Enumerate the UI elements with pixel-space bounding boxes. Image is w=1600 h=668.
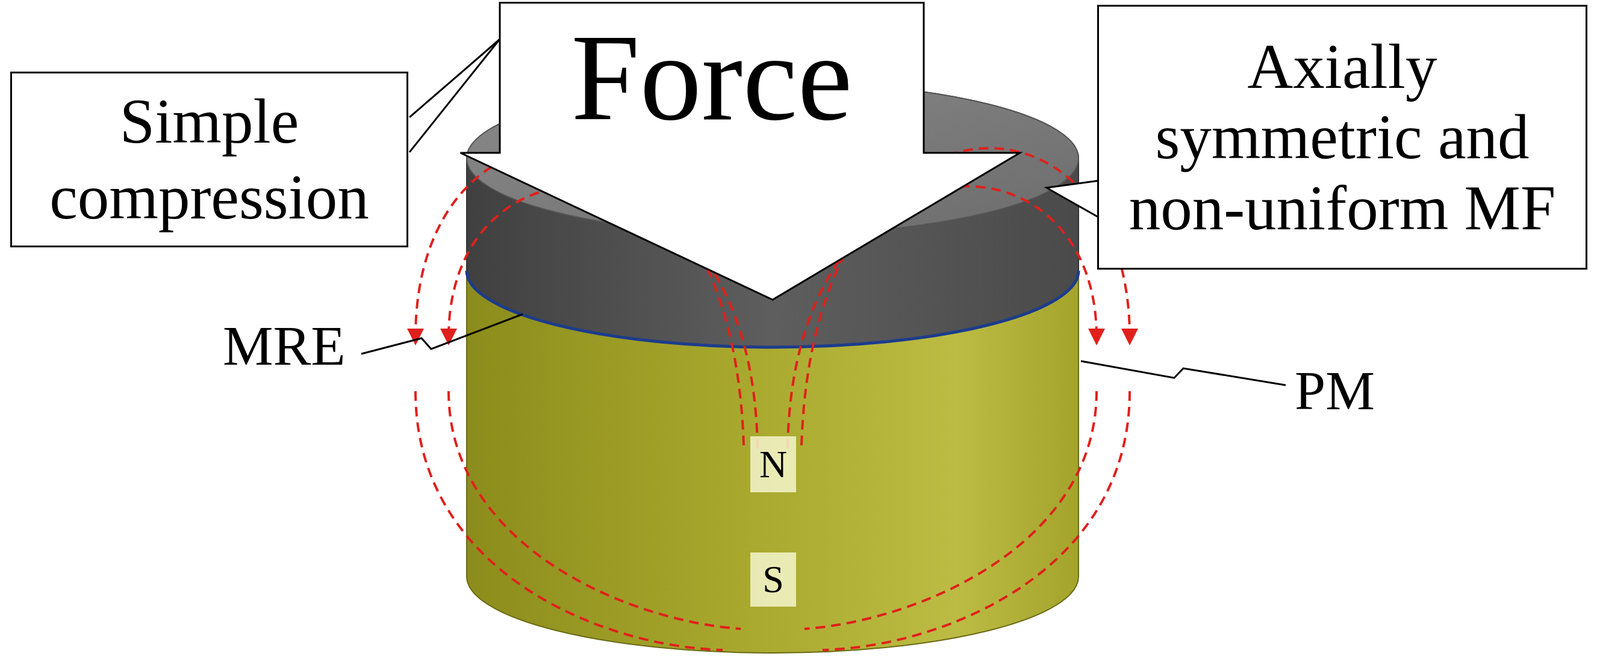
field-line — [822, 391, 1130, 651]
pole-text: N — [759, 445, 788, 485]
field-line — [415, 391, 723, 651]
pole-label: N — [750, 436, 797, 493]
callout-text: Axially symmetric and non-uniform MF — [1117, 31, 1568, 244]
force-arrow: Force — [459, 1, 1021, 302]
pole-label: S — [750, 552, 797, 608]
leader-line — [361, 314, 523, 355]
callout-box: Axially symmetric and non-uniform MF — [1097, 4, 1588, 270]
part-label: PM — [1294, 358, 1375, 423]
callout-tail — [1046, 180, 1100, 218]
callout-text: Simple compression — [30, 83, 389, 236]
arrow-label: Force — [499, 1, 924, 153]
field-line — [804, 391, 1097, 630]
callout-tail — [409, 39, 500, 153]
field-line — [448, 391, 741, 630]
leader-line — [1080, 361, 1286, 386]
callout-box: Simple compression — [10, 71, 409, 248]
part-label: MRE — [222, 313, 346, 379]
pole-text: S — [762, 560, 785, 600]
